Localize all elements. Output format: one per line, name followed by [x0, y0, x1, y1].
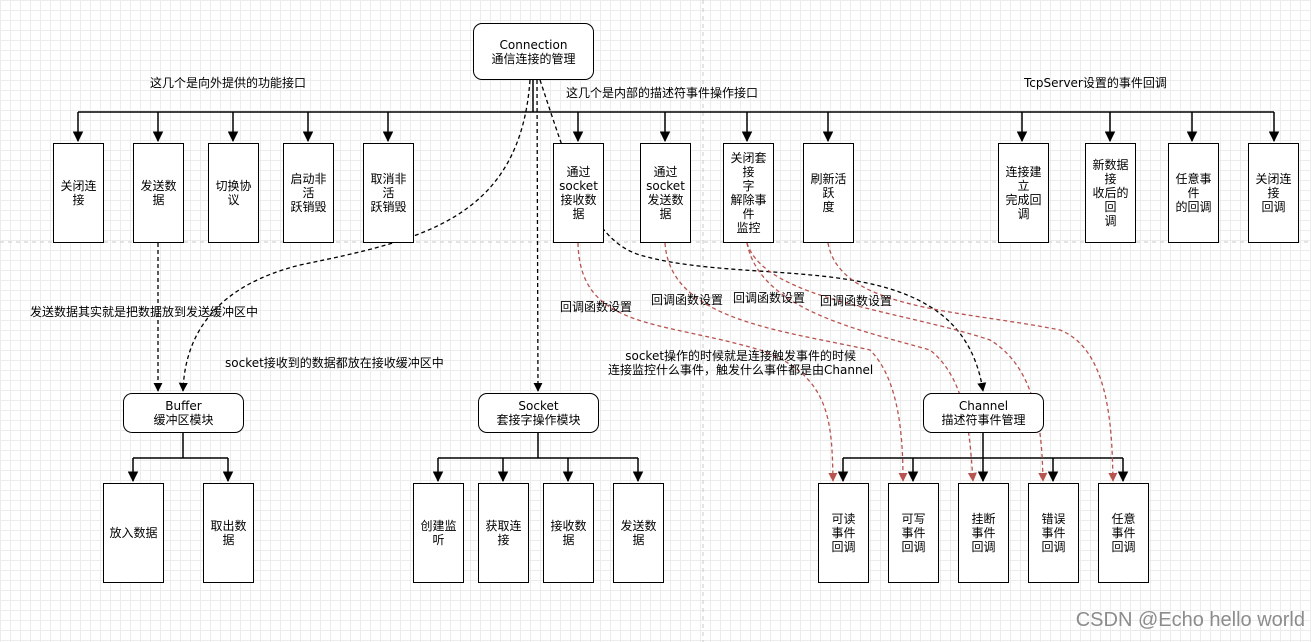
receive-data-box: 接收数据: [543, 483, 594, 583]
watermark: CSDN @Echo hello world: [1075, 609, 1305, 631]
callback-setting-label-4: 回调函数设置: [820, 294, 893, 308]
error-callback-box: 错误 事件 回调: [1028, 483, 1079, 583]
callback-setting-label-3: 回调函数设置: [733, 291, 806, 305]
socket-send-box: 通过 socket 发送数据: [640, 143, 691, 243]
close-socket-box: 关闭套接 字 解除事件 监控: [723, 143, 774, 243]
put-data-box: 放入数据: [103, 483, 164, 583]
socket-recv-box: 通过 socket 接收数据: [553, 143, 604, 243]
writable-callback-box: 可写 事件 回调: [888, 483, 939, 583]
readable-callback-box: 可读 事件 回调: [818, 483, 869, 583]
channel-module: Channel 描述符事件管理: [923, 393, 1044, 433]
internal-interfaces-label: 这几个是内部的描述符事件操作接口: [566, 86, 759, 100]
send-data-box: 发送数据: [133, 143, 184, 243]
socket-module: Socket 套接字操作模块: [478, 393, 599, 433]
callback-setting-label-1: 回调函数设置: [560, 300, 633, 314]
send-explain-label: 发送数据其实就是把数据放到发送缓冲区中: [30, 305, 259, 319]
enable-inactive-destroy-box: 启动非活 跃销毁: [283, 143, 334, 243]
close-connection-callback-box: 关闭连接 回调: [1248, 143, 1299, 243]
callback-setting-label-2: 回调函数设置: [651, 293, 724, 307]
connected-callback-box: 连接建立 完成回调: [998, 143, 1049, 243]
hangup-callback-box: 挂断 事件 回调: [958, 483, 1009, 583]
get-connection-box: 获取连接: [478, 483, 529, 583]
send-data-socket-box: 发送数据: [613, 483, 664, 583]
switch-protocol-box: 切换协议: [208, 143, 259, 243]
external-interfaces-label: 这几个是向外提供的功能接口: [150, 76, 307, 90]
tcpserver-callbacks-label: TcpServer设置的事件回调: [1024, 76, 1167, 90]
new-data-callback-box: 新数据接 收后的回 调: [1085, 143, 1136, 243]
refresh-activity-box: 刷新活跃 度: [803, 143, 854, 243]
create-listen-box: 创建监听: [413, 483, 464, 583]
any-event-callback-box: 任意事件 的回调: [1168, 143, 1219, 243]
connection-module: Connection 通信连接的管理: [473, 23, 594, 80]
any-callback-box: 任意 事件 回调: [1098, 483, 1149, 583]
close-connection-box: 关闭连接: [53, 143, 104, 243]
take-data-box: 取出数据: [203, 483, 254, 583]
channel-explain-label: socket操作的时候就是连接触发事件的时候 连接监控什么事件，触发什么事件都是…: [608, 349, 874, 377]
cancel-inactive-destroy-box: 取消非活 跃销毁: [363, 143, 414, 243]
recv-explain-label: socket接收到的数据都放在接收缓冲区中: [225, 356, 444, 370]
buffer-module: Buffer 缓冲区模块: [123, 393, 244, 433]
